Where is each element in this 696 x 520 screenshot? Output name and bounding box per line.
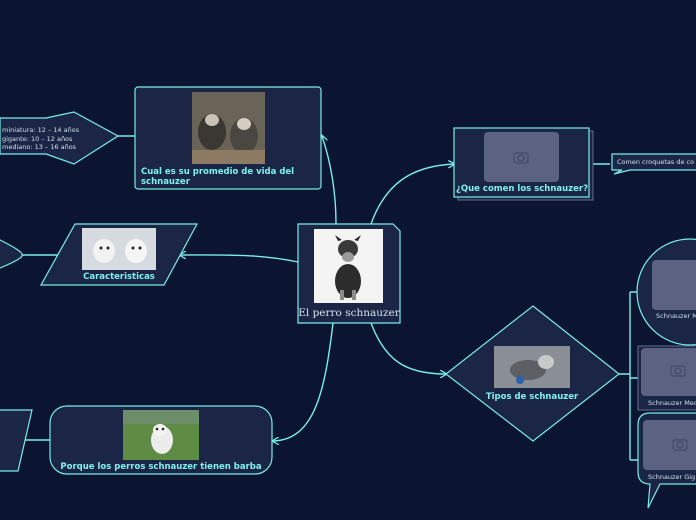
tipos-item-mediano[interactable]: Schnauzer Med: [637, 345, 696, 411]
barba-title: Porque los perros schnauzer tienen barba: [60, 462, 262, 472]
comen-node[interactable]: ¿Que comen los schnauzer?: [453, 127, 594, 201]
lifespan-detail-node[interactable]: miniatura: 12 – 14 años gigante: 10 – 12…: [0, 111, 120, 165]
caracteristicas-node[interactable]: Caracteristicas: [39, 223, 199, 286]
barba-node[interactable]: Porque los perros schnauzer tienen barba: [49, 405, 273, 475]
image-placeholder: [652, 260, 696, 310]
barba-detail-node[interactable]: [0, 409, 33, 472]
comen-detail-text: Comen croquetas de co: [617, 158, 694, 166]
dog-illustration: [335, 235, 361, 300]
lifespan-detail-line-1: miniatura: 12 – 14 años: [2, 126, 80, 134]
edge-to-barba: [273, 322, 334, 441]
edge-to-comen: [370, 164, 454, 225]
camera-icon: [670, 365, 686, 377]
image-placeholder: [641, 348, 696, 396]
lifespan-detail-line-2: gigante: 10 – 12 años: [2, 135, 73, 143]
edge-to-caracteristicas: [180, 255, 299, 263]
tipos-title: Tipos de schnauzer: [486, 392, 579, 402]
central-title: El perro schnauzer: [298, 307, 401, 319]
tipos-item-miniatura[interactable]: Schnauzer M: [636, 238, 696, 346]
tipos-item-1-label: Schnauzer M: [656, 312, 696, 320]
edge-tipos-bracket: [619, 291, 638, 461]
edge-to-tipos: [370, 322, 446, 374]
dog-with-toy-illustration: [510, 355, 554, 384]
white-dog-grass-illustration: [123, 410, 199, 454]
comen-detail-node[interactable]: Comen croquetas de co: [611, 153, 696, 175]
image-placeholder: [484, 132, 559, 182]
central-node[interactable]: El perro schnauzer: [297, 223, 401, 324]
tipos-node[interactable]: Tipos de schnauzer: [445, 305, 620, 442]
caracteristicas-detail-node[interactable]: [0, 239, 23, 269]
lifespan-detail-line-3: mediano: 13 – 16 años: [2, 143, 77, 151]
connectors: [22, 136, 638, 461]
tipos-item-3-label: Schnauzer Gig: [648, 473, 695, 481]
edge-to-lifespan: [322, 136, 337, 225]
lifespan-node[interactable]: Cual es su promedio de vida del schnauze…: [134, 86, 322, 190]
image-placeholder: [643, 420, 696, 470]
tipos-item-2-label: Schnauzer Med: [648, 399, 696, 407]
puppies-illustration: [192, 114, 265, 164]
lifespan-title-line1: Cual es su promedio de vida del: [141, 167, 294, 177]
camera-icon: [513, 152, 529, 164]
comen-title: ¿Que comen los schnauzer?: [456, 184, 588, 194]
lifespan-title-line2: schnauzer: [141, 177, 191, 187]
camera-icon: [672, 439, 688, 451]
caracteristicas-title: Caracteristicas: [83, 272, 155, 282]
tipos-item-gigante[interactable]: Schnauzer Gig: [637, 412, 696, 509]
white-dogs-illustration: [93, 239, 147, 263]
